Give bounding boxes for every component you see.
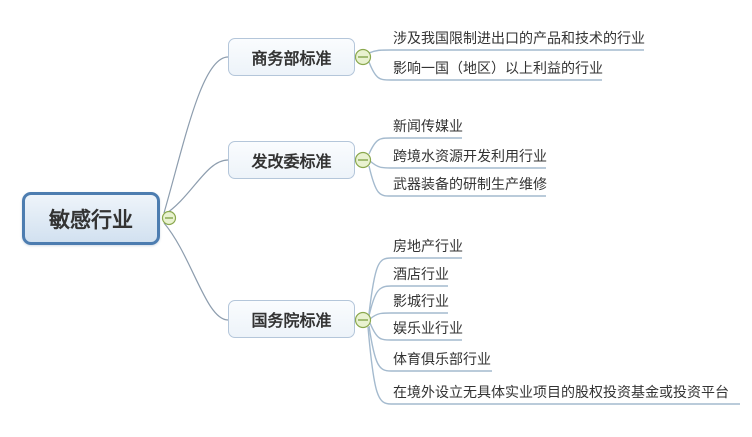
leaf-node[interactable]: 酒店行业 xyxy=(393,267,449,283)
branch-node-state-council[interactable]: 国务院标准 xyxy=(228,300,355,338)
branch-node-mofcom[interactable]: 商务部标准 xyxy=(228,38,355,76)
connector-leaf-2-3 xyxy=(368,165,546,197)
connector-leaf-3-1 xyxy=(368,257,462,315)
connector-leaf-2-2 xyxy=(369,160,546,169)
leaf-node[interactable]: 房地产行业 xyxy=(393,239,463,255)
connector-root-branch1 xyxy=(163,56,229,214)
leaf-node[interactable]: 武器装备的研制生产维修 xyxy=(393,177,547,193)
leaf-node[interactable]: 在境外设立无具体实业项目的股权投资基金或投资平台 xyxy=(393,385,729,401)
collapse-button-branch1[interactable] xyxy=(354,48,372,66)
leaf-node[interactable]: 影城行业 xyxy=(393,294,449,310)
leaf-node[interactable]: 涉及我国限制进出口的产品和技术的行业 xyxy=(393,31,645,47)
connector-leaf-3-6 xyxy=(367,326,740,405)
collapse-button-root[interactable] xyxy=(161,210,177,226)
connector-leaf-3-2 xyxy=(368,285,448,317)
collapse-button-branch3[interactable] xyxy=(354,311,372,329)
leaf-node[interactable]: 体育俱乐部行业 xyxy=(393,352,491,368)
leaf-node[interactable]: 新闻传媒业 xyxy=(393,119,463,135)
connector-leaf-1-1 xyxy=(368,49,644,54)
connector-leaf-1-2 xyxy=(368,61,602,81)
root-branch-connectors xyxy=(163,56,229,321)
connector-leaf-3-5 xyxy=(368,325,492,372)
leaf-node[interactable]: 影响一国（地区）以上利益的行业 xyxy=(393,61,603,77)
connector-leaf-2-1 xyxy=(368,137,462,155)
leaf-connectors xyxy=(367,49,740,405)
leaf-node[interactable]: 跨境水资源开发利用行业 xyxy=(393,149,547,165)
root-node[interactable]: 敏感行业 xyxy=(22,192,160,245)
connector-leaf-3-4 xyxy=(369,322,462,341)
connector-leaf-3-3 xyxy=(369,312,448,320)
connector-root-branch3 xyxy=(163,222,229,321)
connector-root-branch2 xyxy=(163,159,229,216)
leaf-node[interactable]: 娱乐业行业 xyxy=(393,321,463,337)
collapse-button-branch2[interactable] xyxy=(354,151,372,169)
branch-node-ndrc[interactable]: 发改委标准 xyxy=(228,141,355,179)
